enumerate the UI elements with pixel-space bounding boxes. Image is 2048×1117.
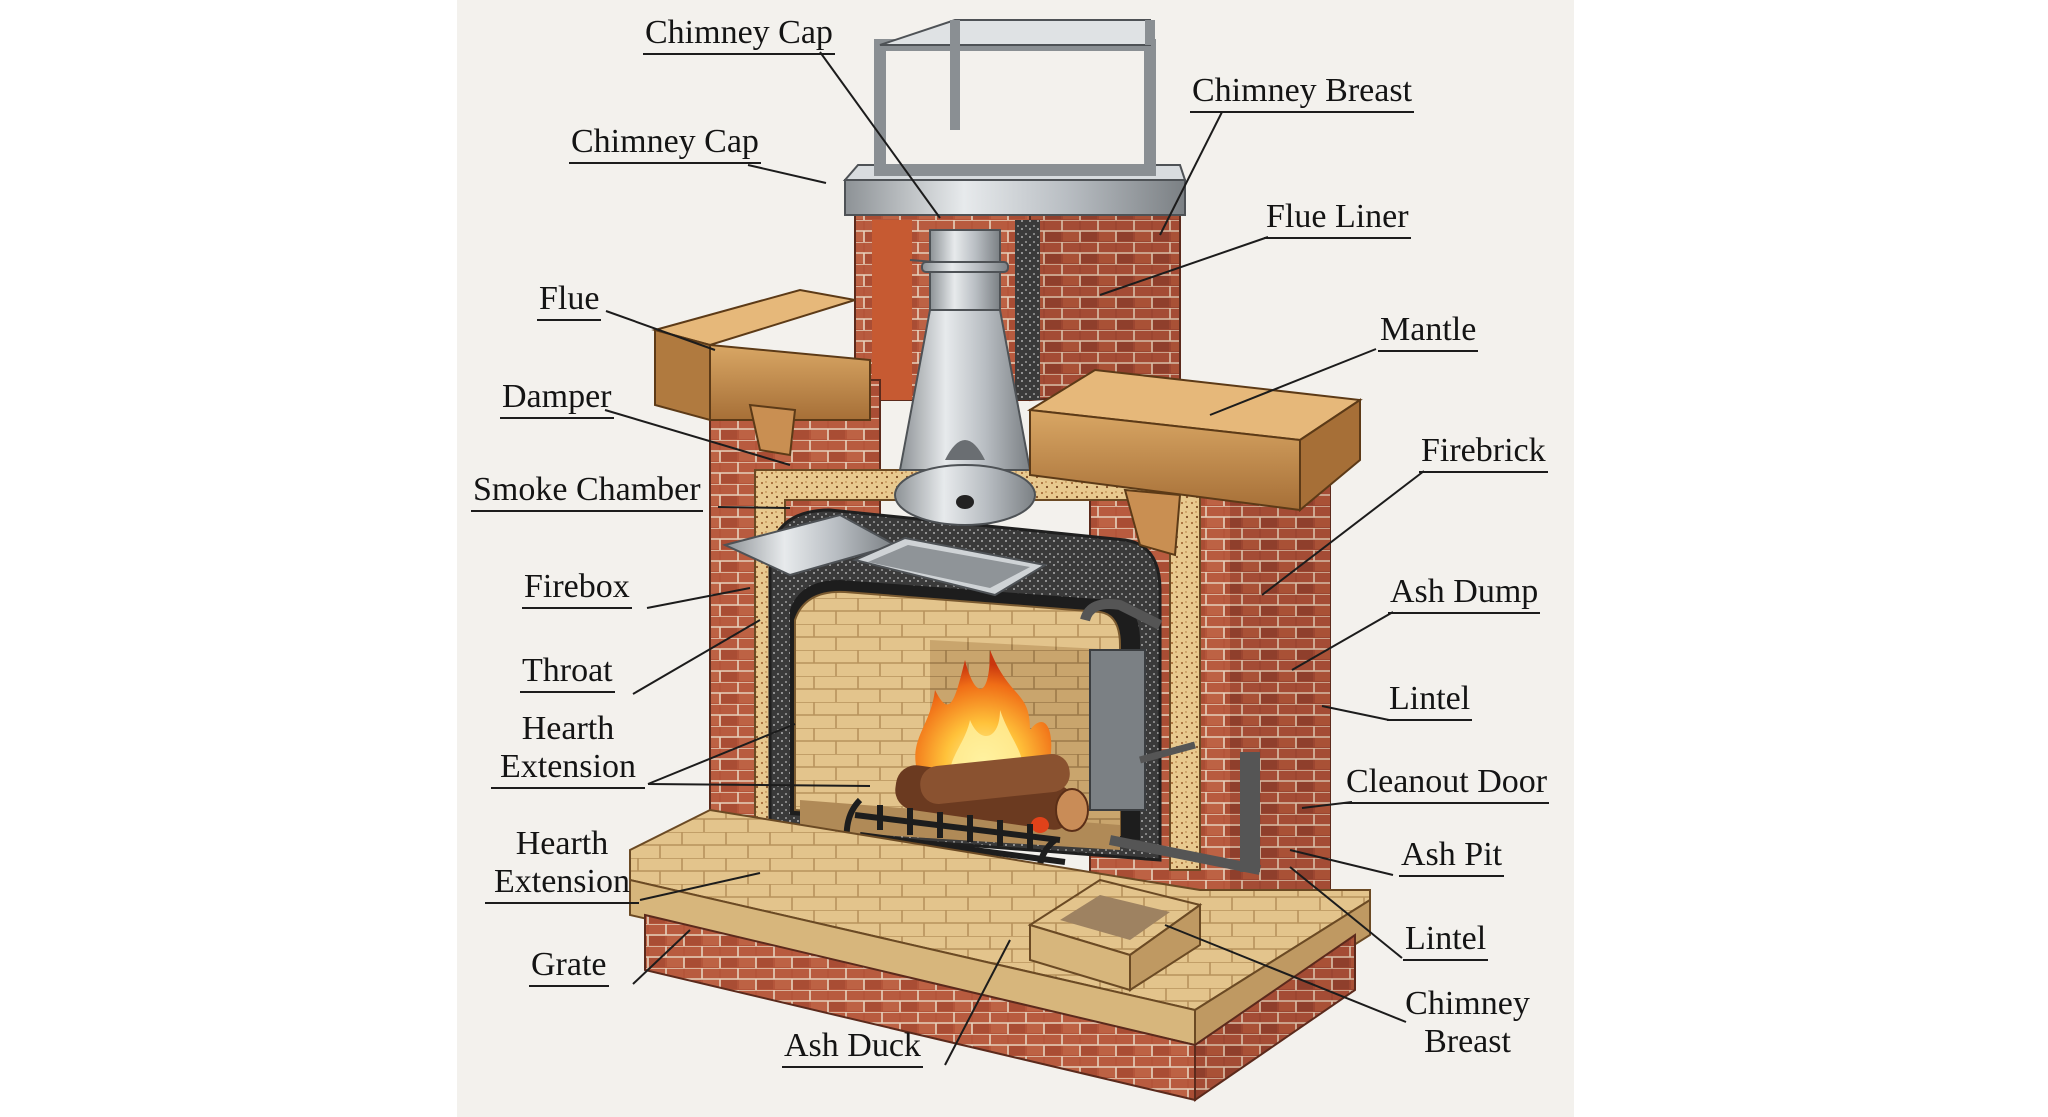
smoke-shelf-vent bbox=[851, 536, 1048, 597]
label-firebrick: Firebrick bbox=[1419, 432, 1548, 473]
chimney-stack bbox=[854, 198, 1181, 402]
label-hearth-extension-upper: Hearth Extension bbox=[491, 710, 645, 789]
label-throat: Throat bbox=[520, 652, 615, 693]
label-ash-pit: Ash Pit bbox=[1399, 836, 1505, 877]
mantle-right bbox=[1026, 368, 1363, 557]
label-lintel-lower: Lintel bbox=[1403, 920, 1489, 961]
hearth bbox=[629, 808, 1371, 1102]
label-chimney-breast-bottom-line2: Breast bbox=[1424, 1023, 1511, 1060]
chimney-cap bbox=[842, 19, 1187, 216]
label-chimney-breast-bottom: Chimney Breast bbox=[1393, 985, 1542, 1062]
label-ash-dump: Ash Dump bbox=[1388, 573, 1541, 614]
label-grate: Grate bbox=[529, 946, 609, 987]
label-chimney-breast-top: Chimney Breast bbox=[1190, 72, 1415, 113]
label-smoke-chamber: Smoke Chamber bbox=[471, 471, 703, 512]
label-hearth-extension-lower-line1: Hearth bbox=[515, 825, 609, 862]
leader-lines bbox=[604, 51, 1425, 1066]
label-chimney-cap-left: Chimney Cap bbox=[569, 123, 761, 164]
label-firebox: Firebox bbox=[522, 568, 632, 609]
label-hearth-extension-lower: Hearth Extension bbox=[485, 825, 639, 904]
label-cleanout-door: Cleanout Door bbox=[1344, 763, 1550, 804]
label-lintel-upper: Lintel bbox=[1387, 680, 1473, 721]
label-ash-duck: Ash Duck bbox=[782, 1027, 923, 1068]
ash-dump-mechanism bbox=[1080, 599, 1261, 875]
label-hearth-extension-lower-line2: Extension bbox=[494, 863, 630, 900]
label-hearth-extension-upper-line1: Hearth bbox=[521, 710, 615, 747]
flue-pipe bbox=[894, 229, 1036, 526]
mantle bbox=[651, 288, 871, 457]
ash-box bbox=[1027, 878, 1203, 992]
label-chimney-breast-bottom-line1: Chimney bbox=[1405, 985, 1530, 1022]
label-damper: Damper bbox=[500, 378, 614, 419]
label-hearth-extension-upper-line2: Extension bbox=[500, 748, 636, 785]
label-flue-liner: Flue Liner bbox=[1264, 198, 1411, 239]
label-flue: Flue bbox=[537, 280, 602, 321]
label-chimney-cap-top: Chimney Cap bbox=[643, 14, 835, 55]
label-mantle: Mantle bbox=[1378, 311, 1479, 352]
